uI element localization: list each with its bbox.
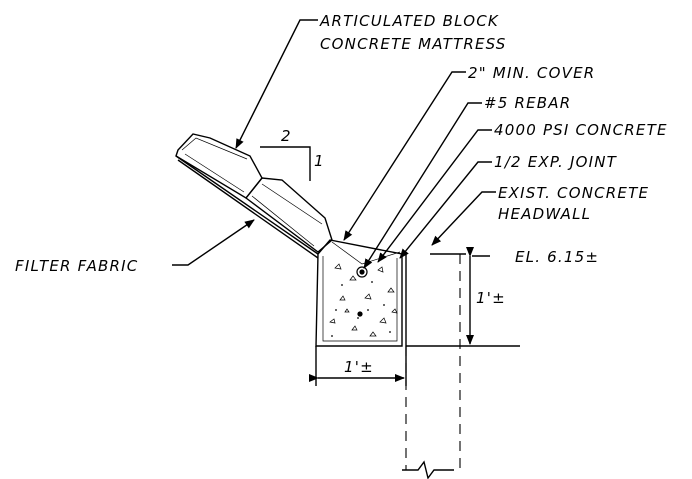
headwall-label-line1: EXIST. CONCRETE	[498, 184, 649, 202]
concrete-stipple	[329, 263, 398, 337]
existing-headwall	[402, 253, 520, 479]
concrete-label: 4000 PSI CONCRETE	[494, 121, 668, 139]
elevation-label: EL. 6.15±	[515, 248, 599, 266]
height-dimension: 1'±	[466, 247, 506, 345]
slope-indicator: 2 1	[260, 127, 325, 181]
mattress-label-line1: ARTICULATED BLOCK	[319, 12, 499, 30]
joint-label: 1/2 EXP. JOINT	[494, 153, 618, 171]
rebar-top	[356, 266, 368, 278]
rebar-label: #5 REBAR	[484, 94, 571, 112]
slope-rise-label: 1	[314, 152, 325, 170]
width-dim-label: 1'±	[344, 358, 374, 376]
min-cover-label: 2" MIN. COVER	[468, 64, 595, 82]
concrete-toe	[315, 239, 407, 347]
leaders	[172, 19, 496, 269]
headwall-label-line2: HEADWALL	[498, 205, 591, 223]
height-dim-label: 1'±	[476, 289, 506, 307]
articulated-block-mattress	[175, 133, 333, 259]
filter-fabric-label: FILTER FABRIC	[15, 257, 138, 275]
mattress-label-line2: CONCRETE MATTRESS	[320, 35, 507, 53]
width-dimension: 1'±	[309, 346, 407, 386]
slope-run-label: 2	[281, 127, 292, 145]
break-line	[402, 460, 454, 479]
rebar-bottom	[357, 311, 363, 317]
